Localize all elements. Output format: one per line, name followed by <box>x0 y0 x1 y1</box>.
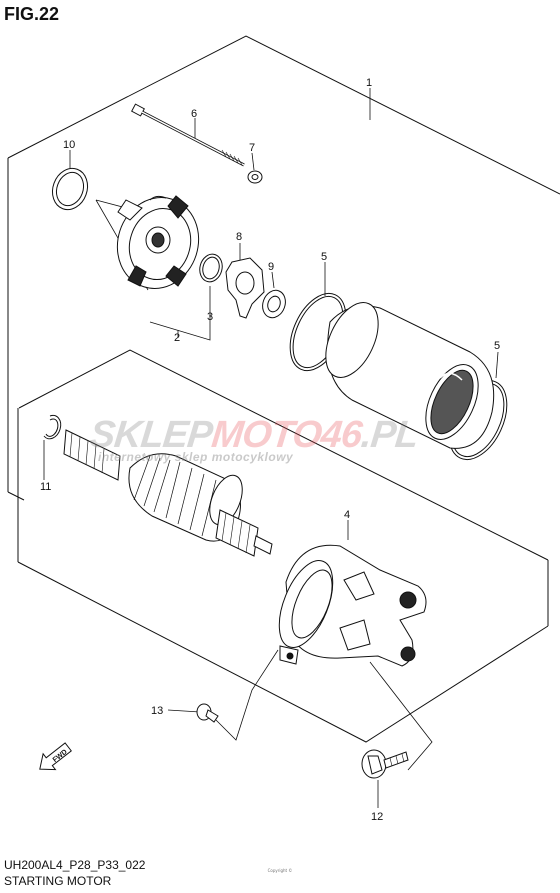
callout-11: 11 <box>40 481 51 493</box>
rear-housing <box>116 195 200 289</box>
watermark-brand-part3: 46 <box>318 414 364 456</box>
front-bracket <box>278 544 427 667</box>
figure-section-name: STARTING MOTOR <box>4 874 112 888</box>
callout-8: 8 <box>236 231 242 243</box>
callout-5b: 5 <box>494 340 500 352</box>
forward-arrow-icon: FWD <box>39 742 72 771</box>
figure-title: FIG.22 <box>4 4 60 24</box>
figure-model-code: UH200AL4_P28_P33_022 <box>4 858 146 872</box>
callout-13: 13 <box>151 705 163 717</box>
callout-2: 2 <box>174 332 180 344</box>
lock-washer <box>247 170 263 184</box>
through-bolt <box>131 103 245 167</box>
callout-10: 10 <box>63 139 75 151</box>
o-ring <box>51 167 89 211</box>
thrust-washer <box>262 289 286 319</box>
circlip <box>43 414 62 440</box>
callout-1: 1 <box>366 77 372 89</box>
callout-9: 9 <box>268 261 274 273</box>
callout-3: 3 <box>207 311 213 323</box>
flange-bolt <box>361 749 409 779</box>
tab-plate <box>225 257 265 319</box>
plain-washer <box>199 253 223 283</box>
motor-yoke <box>325 302 495 449</box>
leader-lines <box>43 88 499 808</box>
screw-small <box>196 703 219 723</box>
callout-12: 12 <box>371 811 383 823</box>
assembly-outline <box>7 35 560 743</box>
callout-4: 4 <box>344 509 350 521</box>
callout-6: 6 <box>191 108 197 120</box>
watermark-brand-part4: .PL <box>359 414 420 456</box>
armature <box>63 429 273 557</box>
callout-labels: 1 2 3 4 5 5 6 7 8 9 10 11 12 13 <box>40 77 500 823</box>
callout-5a: 5 <box>321 251 327 263</box>
copyright-fine-print: Copyright © <box>267 868 293 873</box>
callout-7: 7 <box>249 142 255 154</box>
watermark-tagline: internetowy sklep motocyklowy <box>98 450 294 464</box>
